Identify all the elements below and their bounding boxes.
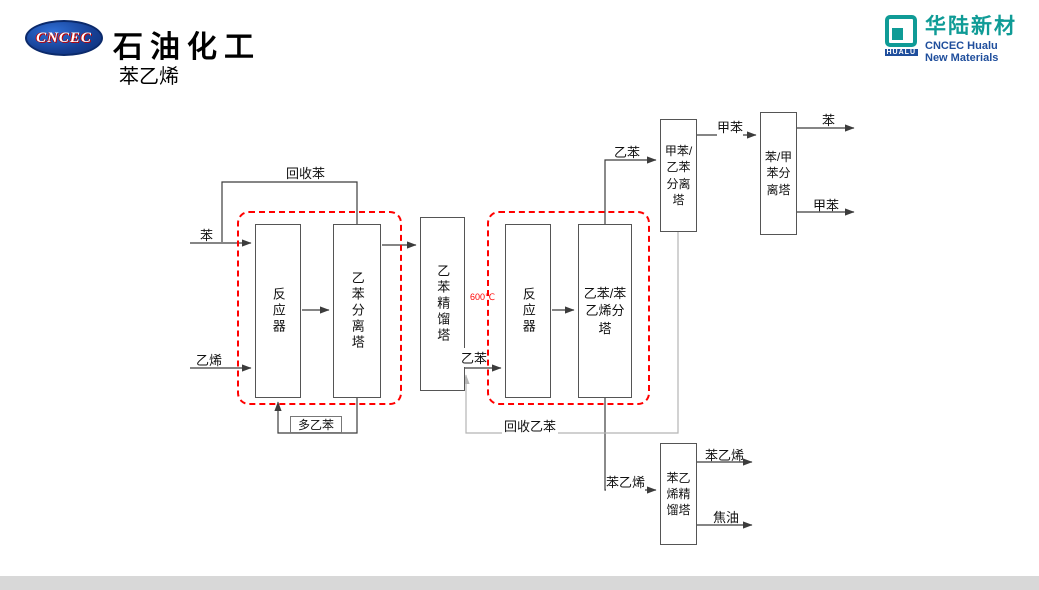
hualu-logo: HUALU 华陆新材 CNCEC Hualu New Materials [884,15,1018,64]
unit-reactor-1: 反应器 [255,224,301,398]
unit-styrene-distillation-tower-label: 苯乙烯精馏塔 [666,470,691,518]
hualu-text-block: 华陆新材 CNCEC Hualu New Materials [925,15,1017,64]
stream-label-styrene-product: 苯乙烯 [705,448,745,463]
unit-eb-separation-tower-label: 乙苯分离塔 [349,271,365,351]
unit-eb-styrene-separation-tower-label: 乙苯/苯乙烯分塔 [583,285,627,336]
stream-label-recycle-benzene: 回收苯 [286,166,326,181]
brand-title: 石油化工 [113,30,261,65]
hualu-icon-column: HUALU [884,15,918,64]
hualu-name: 华陆新材 [925,15,1017,38]
stream-label-benzene-product: 苯 [822,113,836,128]
unit-eb-styrene-separation-tower: 乙苯/苯乙烯分塔 [578,224,632,398]
stream-label-tar-product: 焦油 [713,510,740,525]
stream-label-toluene-product: 甲苯 [813,198,840,213]
hualu-badge: HUALU [884,49,918,56]
stream-label-ethylene-feed: 乙烯 [196,353,223,368]
stream-label-eb-feed: 乙苯 [461,348,488,367]
footer-bar [0,576,1039,590]
hualu-subtitle-en-2: New Materials [925,52,999,65]
stream-label-eb-overhead: 乙苯 [614,145,641,160]
unit-reactor-2: 反应器 [505,224,551,398]
unit-reactor-1-label: 反应器 [270,287,286,335]
stream-label-toluene-mid: 甲苯 [717,117,744,136]
unit-eb-distillation-tower: 乙苯精馏塔 [420,217,465,391]
stream-label-recycle-eb: 回收乙苯 [502,416,559,435]
unit-eb-distillation-tower-label: 乙苯精馏塔 [435,264,451,344]
unit-eb-separation-tower: 乙苯分离塔 [333,224,381,398]
unit-styrene-distillation-tower: 苯乙烯精馏塔 [660,443,697,545]
cncec-logo-oval: CNCEC [25,20,103,56]
stream-label-poly-ethylbenzene: 多乙苯 [290,416,342,433]
unit-benzene-toluene-separation-tower: 苯/甲苯分离塔 [760,112,797,235]
hualu-icon [885,15,918,47]
stream-label-styrene-stream: 苯乙烯 [606,472,646,491]
hualu-icon-shape [892,28,904,40]
unit-reactor-2-label: 反应器 [520,287,536,335]
annotation-temperature: 600℃ [470,292,496,302]
stream-label-benzene-feed: 苯 [200,228,214,243]
page-title: 苯乙烯 [119,66,179,88]
unit-toluene-eb-separation-tower: 甲苯/乙苯分离塔 [660,119,697,232]
unit-benzene-toluene-separation-tower-label: 苯/甲苯分离塔 [764,150,793,197]
cncec-logo: CNCEC [25,20,103,58]
cncec-logo-text: CNCEC [36,29,92,46]
unit-toluene-eb-separation-tower-label: 甲苯/乙苯分离塔 [664,144,693,207]
hualu-subtitle-en-1: CNCEC Hualu [925,40,998,53]
